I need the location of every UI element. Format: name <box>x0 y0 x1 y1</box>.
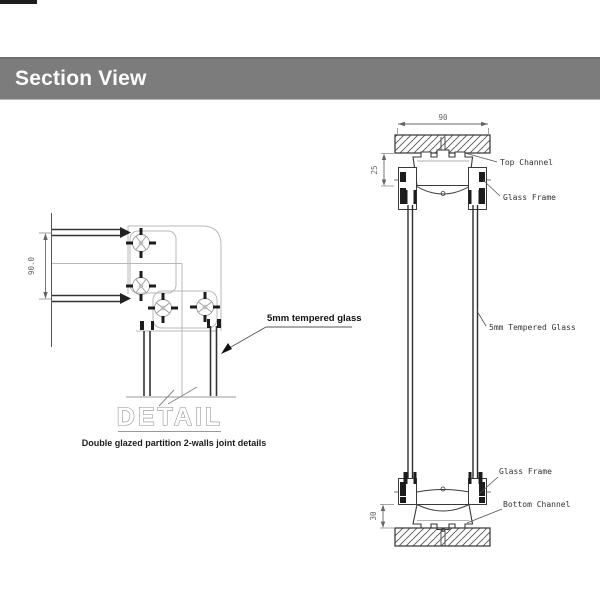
corner-frame-outline <box>51 225 222 396</box>
window-edge-sliver <box>0 0 37 4</box>
leader-lines <box>464 152 503 524</box>
section-detail-drawing: 90 <box>369 113 576 547</box>
bottom-channel-profile <box>412 503 474 531</box>
top-channel-label: Top Channel <box>500 158 553 167</box>
break-marks <box>158 386 198 407</box>
section-glass-panes <box>407 205 479 490</box>
horizontal-glass-panes <box>52 228 120 303</box>
dim-label-30: 30 <box>369 511 378 521</box>
detail-title: DETAIL <box>117 403 223 431</box>
plan-caption: Double glazed partition 2-walls joint de… <box>82 438 267 448</box>
page-title: Section View <box>15 67 147 90</box>
floor-slab <box>394 527 491 547</box>
glass-frame-top-label: Glass Frame <box>503 193 556 202</box>
glass-frame-bottom-profile <box>394 472 491 505</box>
bottom-channel-label: Bottom Channel <box>503 500 571 509</box>
gasket-marks <box>126 228 221 330</box>
glass-frame-bottom-label: Glass Frame <box>499 467 552 476</box>
dim-label-90: 90 <box>438 113 448 122</box>
section-view-banner: Section View <box>0 57 600 100</box>
glass-frame-top-profile <box>394 167 491 210</box>
top-channel-profile <box>412 149 474 196</box>
tempered-glass-label-plan: 5mm tempered glass <box>267 313 362 324</box>
dimension-90: 90 <box>397 113 489 134</box>
dim-label-25: 25 <box>370 165 379 174</box>
dimension-90-0: 90.0 <box>27 232 51 300</box>
plan-detail-drawing: 90.0 5mm tempered glass DETAIL Double gl… <box>27 213 362 448</box>
dimension-25: 25 <box>370 153 394 187</box>
pane-end-cap <box>120 293 131 304</box>
tempered-glass-callout-plan: 5mm tempered glass <box>221 313 362 354</box>
dimension-30: 30 <box>369 504 394 529</box>
vertical-glass-panes <box>143 326 218 396</box>
dim-label-90-0: 90.0 <box>27 256 36 275</box>
pane-end-cap <box>120 227 131 238</box>
profile-connectors <box>132 234 214 317</box>
tempered-glass-label-section: 5mm Tempered Glass <box>489 323 576 332</box>
